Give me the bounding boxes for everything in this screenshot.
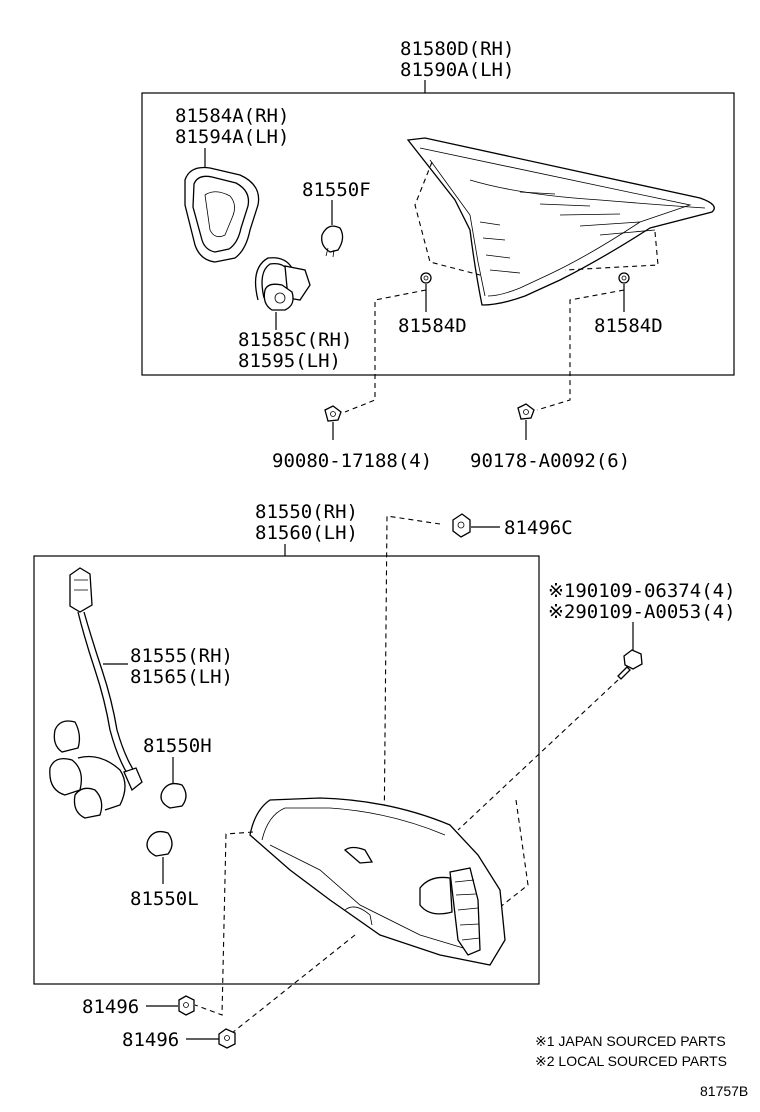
label-wire-rh: 81555(RH) [130, 645, 233, 667]
socket-icon [254, 257, 311, 311]
label-nut-top: 81496C [504, 517, 573, 539]
upper-assembly-box [141, 92, 735, 376]
dash-upper-right [564, 231, 659, 271]
label-socket-rh: 81585C(RH) [238, 329, 352, 351]
label-nut-b: 81496 [122, 1029, 179, 1051]
label-clip-right: 81584D [594, 315, 663, 337]
wedge-bulb-icon [160, 782, 187, 809]
nut-icon [218, 1028, 236, 1049]
dash-nut-a [194, 831, 254, 1016]
label-assy-upper-rh: 81580D(RH) [400, 38, 514, 60]
label-gasket-lh: 81594A(LH) [175, 126, 289, 148]
wire-harness-icon [49, 567, 143, 819]
wedge-bulb-icon [321, 225, 344, 258]
gasket-icon [184, 166, 260, 263]
wedge-bulb-icon [146, 830, 173, 857]
dash-bolt-2 [489, 799, 529, 916]
label-assy-lower-lh: 81560(LH) [255, 522, 358, 544]
nut-icon [452, 513, 471, 538]
label-screw-right: 90178-A0092(6) [470, 450, 630, 472]
label-bulb-h: 81550H [143, 735, 212, 757]
upper-lamp-icon [406, 137, 715, 306]
note-japan-sourced: ※1 JAPAN SOURCED PARTS [535, 1033, 726, 1049]
dash-screw-left [344, 289, 427, 413]
label-wire-lh: 81565(LH) [130, 666, 233, 688]
dash-screw-right [536, 289, 625, 411]
label-screw-left: 90080-17188(4) [272, 450, 432, 472]
label-socket-lh: 81595(LH) [238, 350, 341, 372]
label-bolt-2: ※290109-A0053(4) [548, 601, 736, 623]
bolt-icon [617, 649, 643, 680]
label-nut-a: 81496 [82, 996, 139, 1018]
lower-assembly-box [33, 555, 540, 985]
nut-icon [178, 995, 195, 1016]
label-bulb-upper: 81550F [302, 179, 371, 201]
clip-icon [618, 272, 630, 284]
diagram-code: 81757B [700, 1083, 748, 1099]
dash-nut-top [383, 515, 441, 846]
note-local-sourced: ※2 LOCAL SOURCED PARTS [535, 1053, 727, 1069]
label-assy-upper-lh: 81590A(LH) [400, 59, 514, 81]
label-gasket-rh: 81584A(RH) [175, 105, 289, 127]
label-clip-left: 81584D [398, 315, 467, 337]
label-bulb-l: 81550L [130, 888, 199, 910]
label-assy-lower-rh: 81550(RH) [255, 501, 358, 523]
lower-lamp-icon [249, 797, 506, 966]
dash-upper-left [414, 161, 481, 276]
screw-icon [517, 403, 535, 420]
clip-icon [420, 272, 432, 284]
dash-bolt [457, 679, 619, 831]
screw-icon [324, 405, 342, 422]
label-bolt-1: ※190109-06374(4) [548, 580, 736, 602]
